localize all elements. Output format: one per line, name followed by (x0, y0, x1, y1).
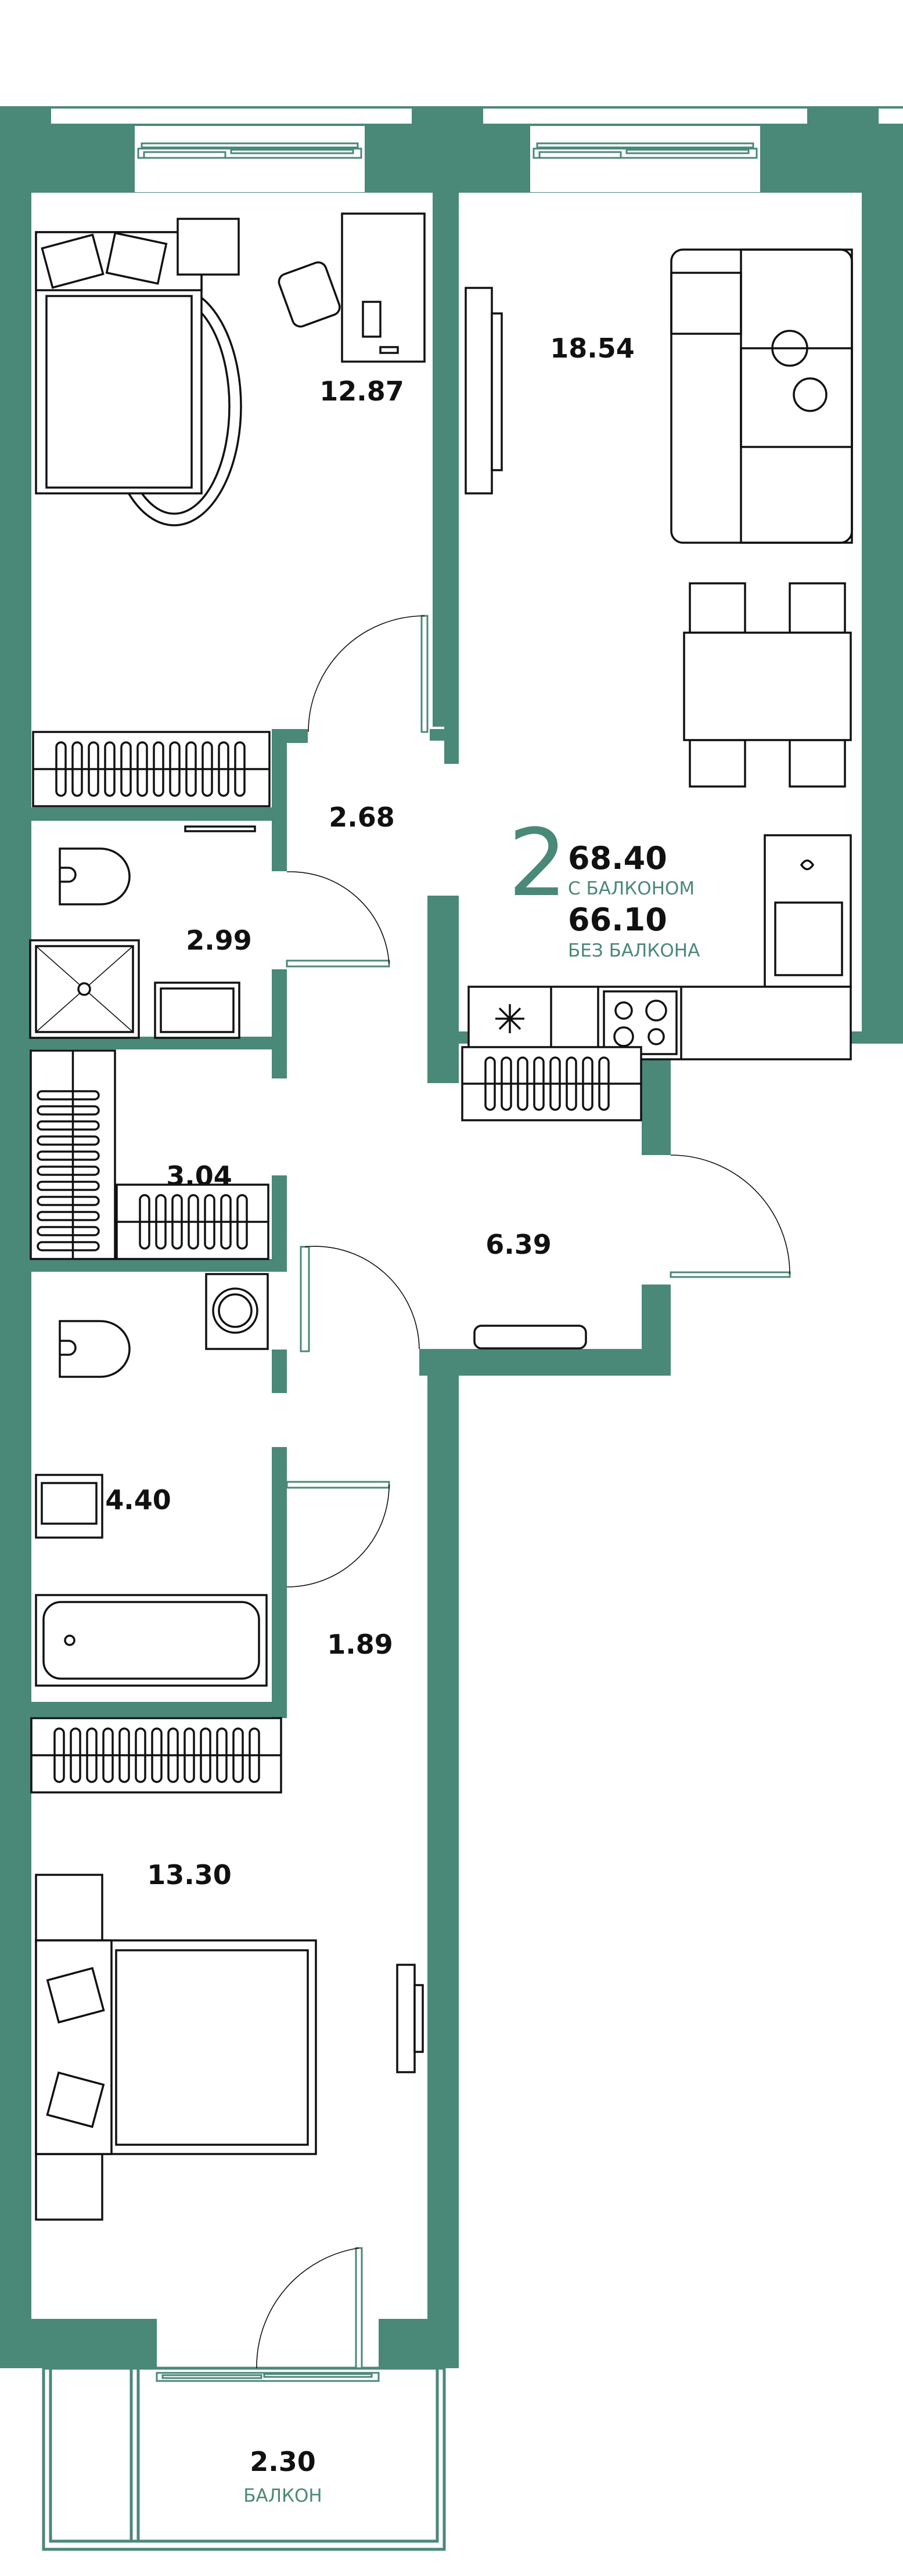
entrance-door[interactable] (670, 1154, 791, 1278)
bed-1 (35, 231, 242, 526)
door-corridor[interactable] (286, 1481, 390, 1588)
balcony-door-glazing (156, 2322, 380, 2382)
area-balcony: 2.30 (250, 2446, 316, 2477)
area-corridor: 1.89 (327, 1629, 393, 1660)
area-living-kitchen: 18.54 (550, 333, 635, 364)
area-bedroom-2: 13.30 (147, 1859, 232, 1890)
bathtub (35, 1594, 268, 1687)
area-bathroom-2: 4.40 (105, 1484, 171, 1516)
tv-2 (396, 1964, 424, 2073)
wardrobe-storage (116, 1184, 269, 1260)
balcony-outline (42, 2366, 446, 2551)
fridge-snowflake-icon (495, 1004, 524, 1033)
area-hall-upper: 2.68 (329, 802, 395, 833)
room-count: 2 (508, 809, 567, 917)
area-bathroom-1: 2.99 (186, 925, 252, 956)
door-bathroom-2[interactable] (300, 1246, 420, 1352)
tv-stand (465, 287, 503, 495)
with-balcony-label: С БАЛКОНОМ (568, 878, 695, 899)
wardrobe-storage-vertical (30, 1049, 116, 1260)
sink-1 (154, 982, 240, 1039)
nightstand-2 (35, 1874, 103, 1942)
bed-2 (35, 1939, 317, 2155)
total-with-balcony: 68.40 (568, 840, 667, 876)
nightstand-3 (35, 2153, 103, 2221)
wardrobe-bedroom-1 (32, 731, 271, 807)
window-living (530, 126, 760, 192)
kitchen-counter (467, 834, 852, 1060)
desk-chair (278, 261, 341, 328)
balcony-label: БАЛКОН (243, 2485, 322, 2506)
towel-rail (184, 825, 256, 832)
window-bedroom-1 (135, 126, 365, 192)
door-bedroom-1[interactable] (308, 615, 429, 733)
area-storage: 3.04 (166, 1160, 232, 1192)
shoe-bench (473, 1325, 587, 1350)
total-without-balcony: 66.10 (568, 901, 667, 938)
washing-machine (205, 1273, 269, 1350)
area-entry-hall: 6.39 (485, 1229, 552, 1260)
sink-2 (35, 1474, 103, 1539)
sofa (670, 248, 853, 544)
area-bedroom-1: 12.87 (319, 376, 404, 407)
wardrobe-entry (461, 1046, 642, 1121)
balcony-door[interactable] (256, 2247, 363, 2369)
toilet-1 (59, 847, 131, 905)
nightstand-1 (177, 218, 240, 276)
door-bathroom-1[interactable] (286, 871, 390, 968)
toilet-2 (59, 1320, 131, 1378)
dining-table (683, 582, 852, 788)
shower (29, 939, 140, 1039)
wardrobes (30, 731, 642, 1794)
desk (341, 212, 426, 363)
without-balcony-label: БЕЗ БАЛКОНА (568, 940, 700, 961)
wardrobe-bedroom-2 (30, 1717, 282, 1794)
